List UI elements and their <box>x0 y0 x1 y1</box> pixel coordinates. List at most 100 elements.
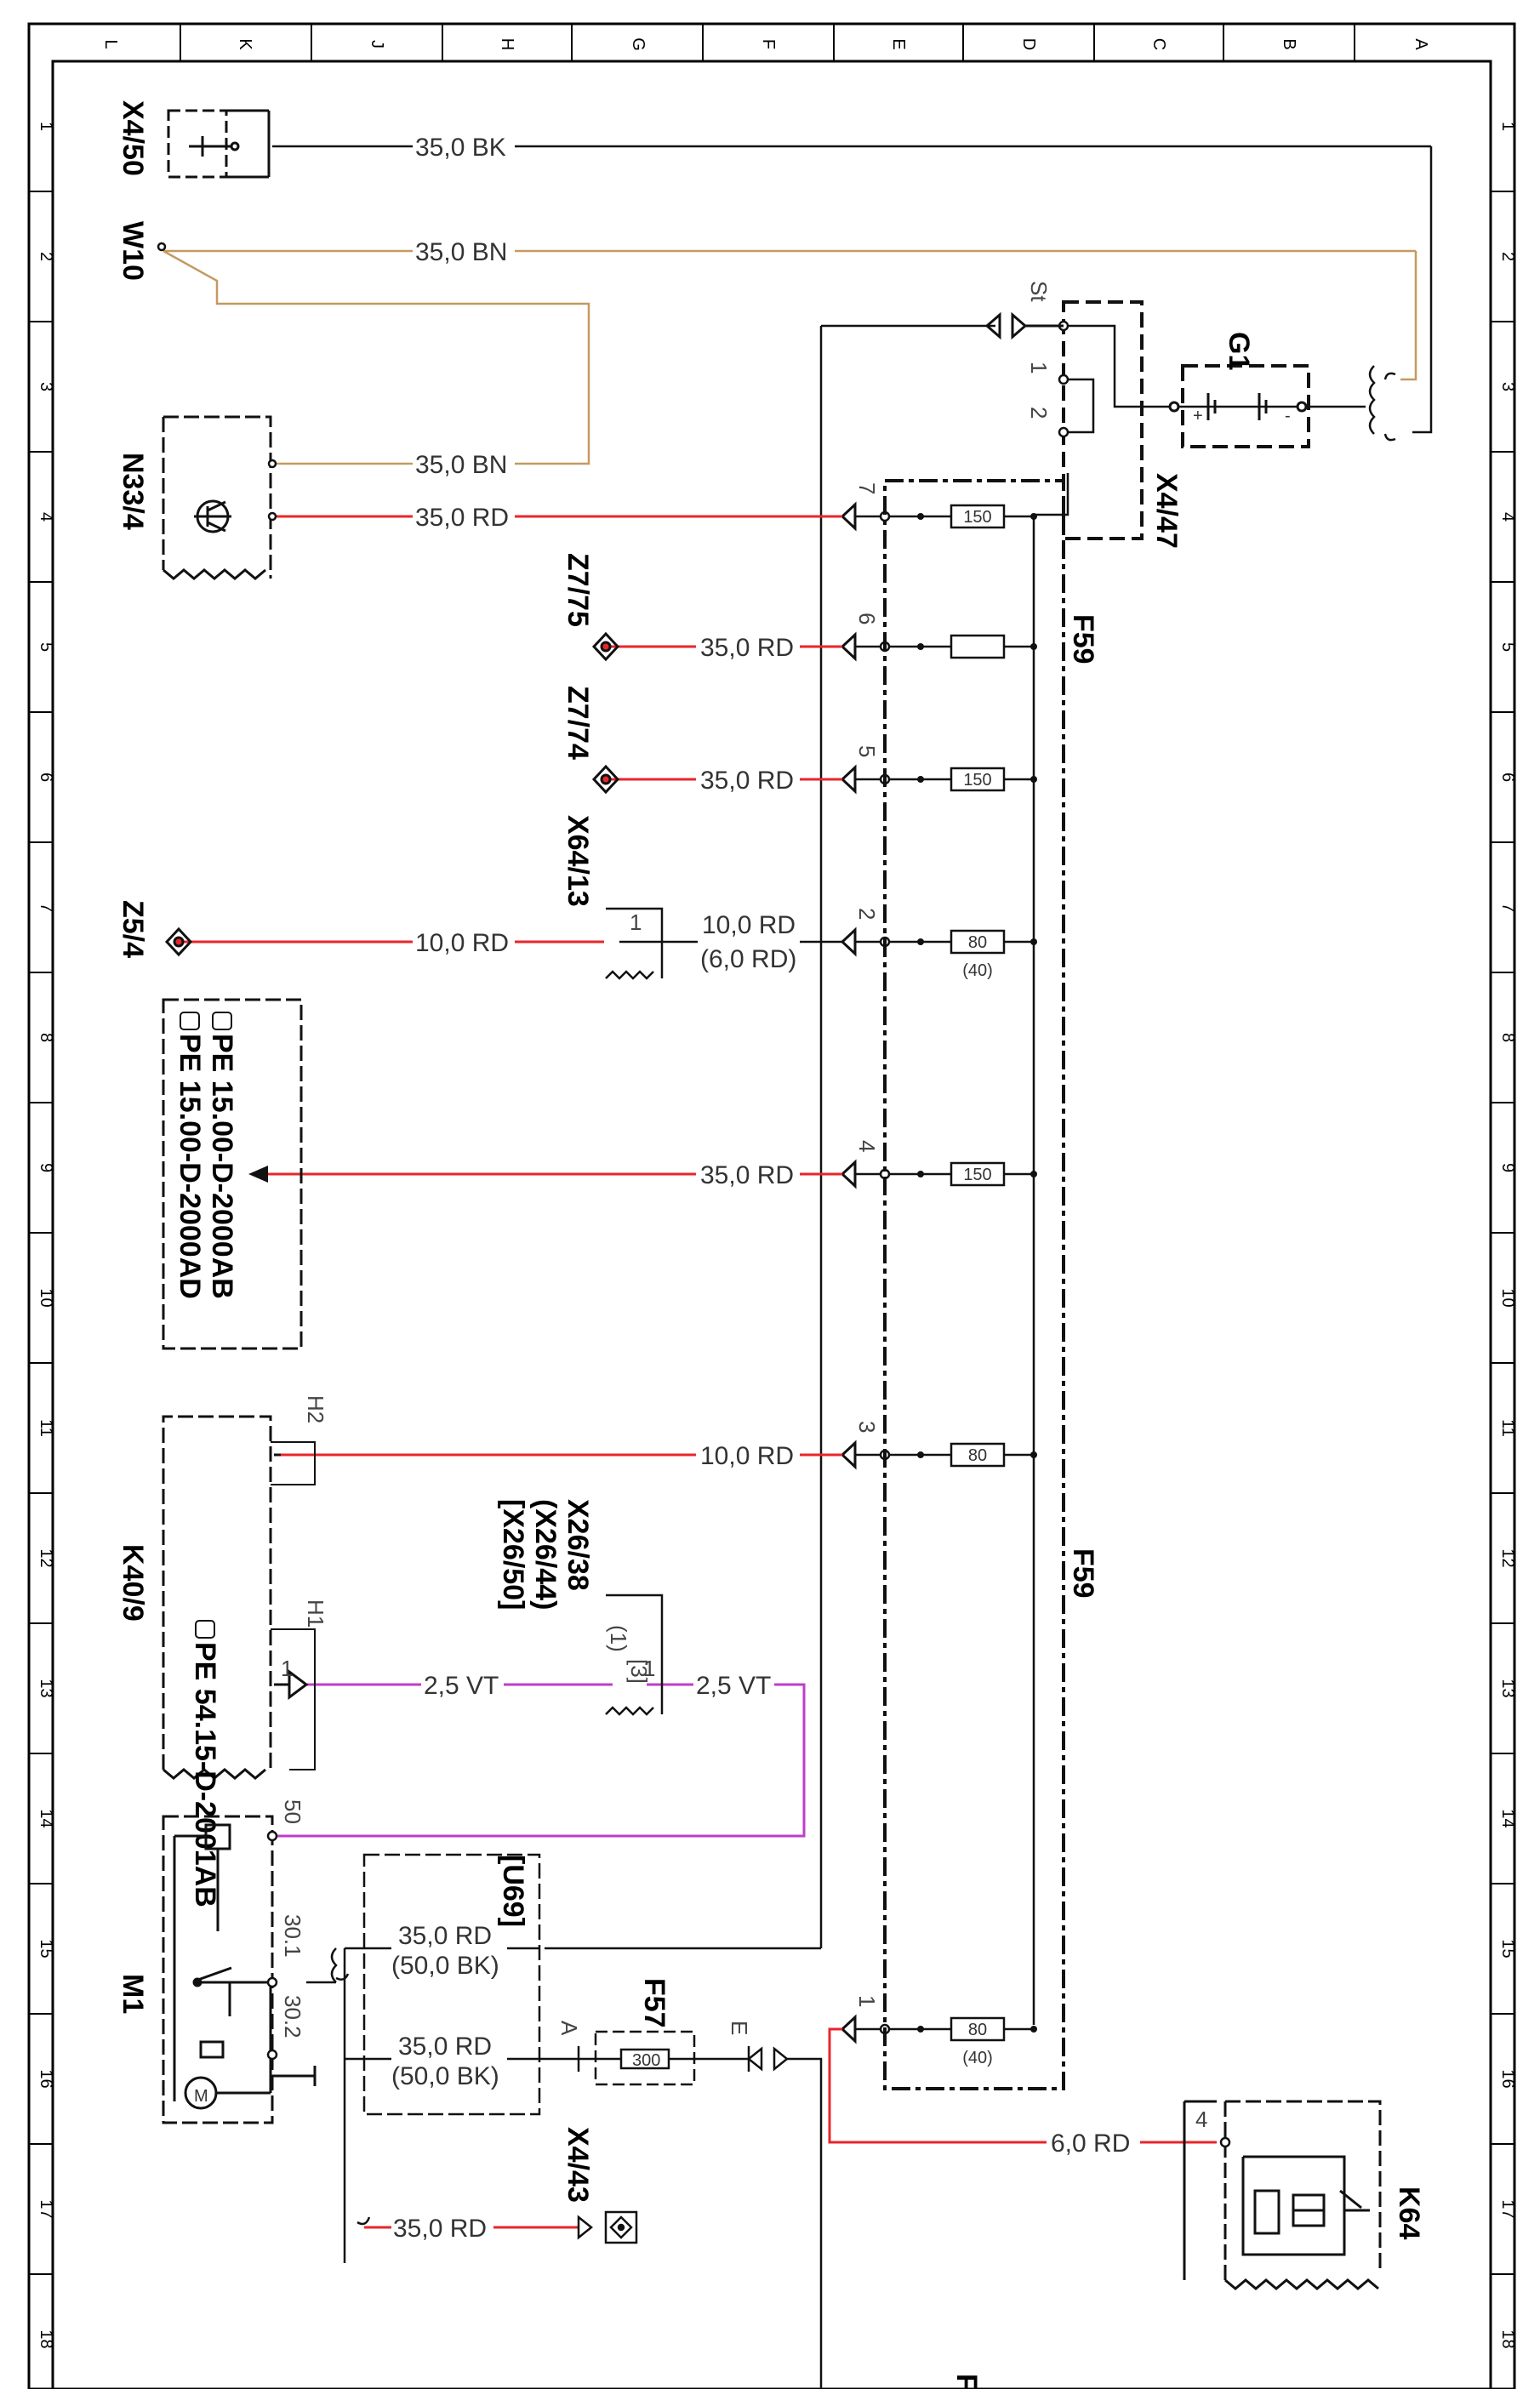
f57-rating: 300 <box>632 2051 660 2070</box>
wire-label-rd-z54: 10,0 RD <box>415 929 509 957</box>
m1-component <box>162 1815 317 2124</box>
junction-dot <box>917 513 924 520</box>
ref-pe-2000ad: PE 15.00-D-2000AD <box>174 1034 206 1299</box>
wire-label-rd-k40: 10,0 RD <box>700 1442 794 1470</box>
row-label: 14 <box>37 1809 55 1827</box>
junction-dot <box>917 776 924 783</box>
col-label: F <box>759 39 778 49</box>
junction-dot <box>1030 1171 1037 1177</box>
m1-motor: M <box>194 2087 208 2106</box>
x4-50-connector <box>167 109 271 179</box>
n33-term-bn <box>267 459 277 469</box>
wire-label-rd-x64a: 10,0 RD <box>702 911 796 939</box>
wire-label-x443: 35,0 RD <box>393 2215 487 2243</box>
u69-wire-1a: 35,0 RD <box>398 1922 492 1950</box>
col-label: B <box>1280 38 1298 49</box>
wire-label-bn: 35,0 BN <box>415 238 507 266</box>
x26-44-label: (X26/44) <box>529 1499 562 1610</box>
x64-13-label: X64/13 <box>562 815 594 907</box>
row-label: 7 <box>1498 903 1517 912</box>
z7-74-label: Z7/74 <box>562 686 594 760</box>
row-label: 3 <box>1498 382 1517 391</box>
w10-terminal <box>157 242 167 252</box>
f59-label-bottom: F59 <box>1067 1548 1099 1599</box>
fuse-rating-alt: (40) <box>962 961 993 980</box>
connector-arrow <box>840 764 857 795</box>
junction-dot <box>1030 1451 1037 1458</box>
column-labels: L K J H G F E D C B A <box>101 37 1430 51</box>
row-label: 10 <box>37 1288 55 1307</box>
m1-term-50 <box>266 1830 278 1842</box>
fuse <box>950 2016 1006 2042</box>
pin-302: 30.2 <box>280 1995 305 2038</box>
row-label: 1 <box>1498 122 1517 131</box>
junction-dot <box>917 1171 924 1177</box>
junction-dot <box>917 2026 924 2033</box>
drawing-frame <box>27 22 1516 2389</box>
connector-arrow <box>840 1159 857 1189</box>
x26-50-label: [X26/50] <box>497 1499 529 1610</box>
row-label: 5 <box>37 642 55 652</box>
row-label: 11 <box>1498 1419 1517 1437</box>
row-label: 12 <box>1498 1548 1517 1567</box>
f59-box <box>883 479 1065 2090</box>
connector-arrow <box>840 2014 857 2044</box>
wire-label-bn: 35,0 BN <box>415 451 507 479</box>
row-label: 10 <box>1498 1288 1517 1307</box>
row-label: 2 <box>1498 252 1517 261</box>
k40-pin-1: 1 <box>281 1656 293 1681</box>
battery-minus: - <box>1285 407 1291 425</box>
pin-number: 4 <box>854 1140 880 1152</box>
battery-symbol <box>1168 393 1308 420</box>
column-ticks <box>180 24 1355 61</box>
m1-term-302 <box>266 2049 278 2061</box>
row-label: 13 <box>37 1679 55 1697</box>
wire-red <box>179 515 1217 2229</box>
pin-number: 2 <box>854 908 880 920</box>
st-connector <box>984 311 1064 340</box>
x26-connector <box>605 1594 664 1716</box>
splice-symbols <box>164 631 620 957</box>
u69-label: [U69] <box>497 1855 529 1927</box>
connector-arrow <box>840 631 857 662</box>
fuse <box>950 1442 1006 1468</box>
row-label: 15 <box>1498 1939 1517 1958</box>
fuse <box>950 767 1006 792</box>
junction-dot <box>917 938 924 945</box>
n33-4-label: N33/4 <box>117 453 149 530</box>
u69-component <box>306 1853 580 2263</box>
x26-pin-3: [3] <box>626 1659 652 1684</box>
pin-a: A <box>556 2021 582 2036</box>
page-mark: F' <box>950 2374 983 2389</box>
wire-label-k64: 6,0 RD <box>1051 2130 1130 2158</box>
row-label: 16 <box>37 2069 55 2088</box>
wire-violet <box>271 1683 806 1838</box>
col-label: G <box>629 37 647 51</box>
fuse-rating: 80 <box>968 933 987 952</box>
fuse-rating: 150 <box>963 1166 991 1184</box>
junction-dot <box>1030 938 1037 945</box>
row-label: 5 <box>1498 642 1517 652</box>
wire-label-rd-n33: 35,0 RD <box>415 504 509 532</box>
x26-38-label: X26/38 <box>562 1499 594 1591</box>
col-label: D <box>1019 38 1038 50</box>
pin-number: 1 <box>854 1995 880 2007</box>
f57-fuse <box>579 2030 823 2389</box>
wire-bn <box>163 249 1417 465</box>
wire-label-rd-z775: 35,0 RD <box>700 634 794 662</box>
pin-st: St <box>1026 281 1052 302</box>
row-label: 18 <box>37 2329 55 2348</box>
m1-term-301 <box>266 1976 278 1988</box>
row-label: 11 <box>37 1419 55 1437</box>
col-label: H <box>498 38 516 50</box>
x4-43-label: X4/43 <box>562 2127 594 2203</box>
k64-label: K64 <box>1393 2187 1425 2239</box>
k40-9-label: K40/9 <box>117 1544 149 1622</box>
junction-dot <box>1030 513 1037 520</box>
row-label: 17 <box>37 2199 55 2218</box>
pin-number: 7 <box>854 482 880 494</box>
k64-pin-4: 4 <box>1195 2107 1207 2132</box>
junction-dot <box>917 1451 924 1458</box>
